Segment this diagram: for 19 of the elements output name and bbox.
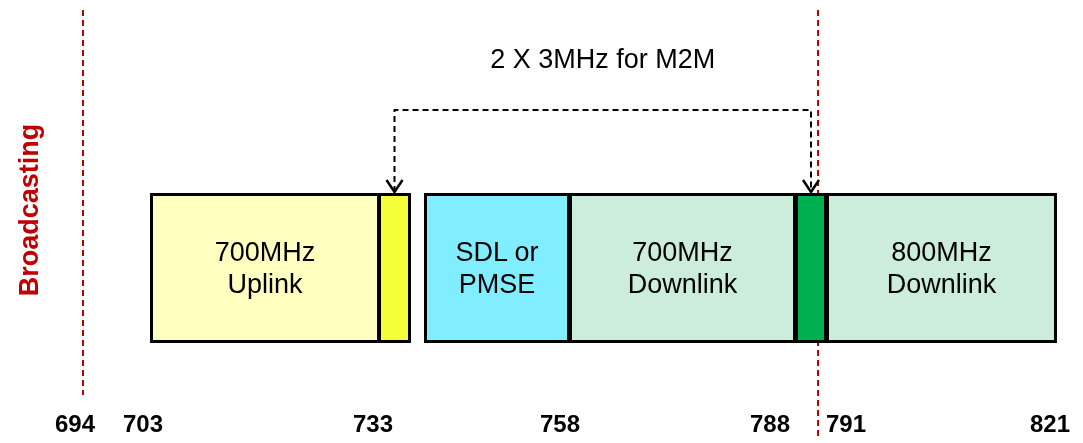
double-arrow [385,109,821,194]
frequency-label: 733 [353,410,394,438]
frequency-label: 694 [55,410,96,438]
frequency-label: 788 [750,410,791,438]
frequency-label: 791 [826,410,867,438]
band-label: 700MHz Downlink [626,235,739,301]
frequency-label: 758 [540,410,581,438]
band-box [150,193,380,343]
band-label: Broadcasting [13,123,45,297]
band-label: 700MHz Uplink [213,235,317,301]
band-label: 800MHz Downlink [885,235,998,301]
band-bar [795,193,827,343]
band-box [424,193,570,343]
band-box [569,193,796,343]
band-label: SDL or PMSE [454,235,540,301]
band-bar [378,193,411,343]
frequency-label: 821 [1030,410,1071,438]
frequency-label: 703 [123,410,164,438]
band-box [826,193,1057,343]
